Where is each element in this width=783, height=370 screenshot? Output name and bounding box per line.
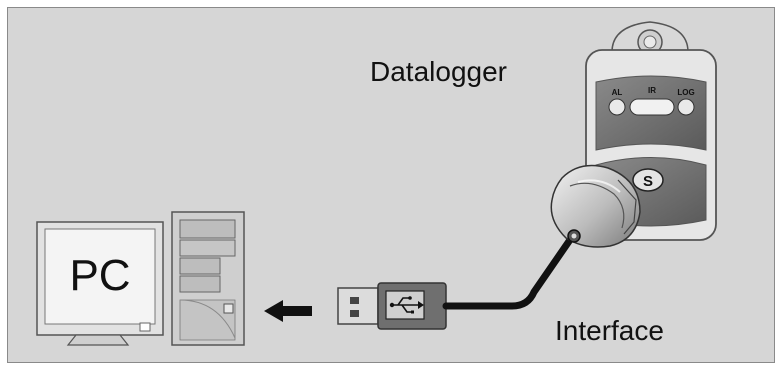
usb-connector [337,282,447,330]
usb-icon [389,296,424,314]
s-button [632,168,664,192]
interface-cable [442,230,578,310]
led-label-al: AL [612,88,623,97]
pc-label: PC [69,251,130,300]
interface-label: Interface [555,315,664,346]
pc-monitor: PC [36,221,164,346]
arrow-left-icon [264,300,312,322]
led-al-icon [608,98,626,116]
led-label-ir: IR [648,86,656,95]
interface-clip [550,164,641,248]
ir-window-icon [629,98,675,116]
datalogger-label: Datalogger [370,56,507,87]
led-log-icon [677,98,695,116]
s-button-label: S [643,173,653,190]
pc-tower [171,211,245,346]
led-label-log: LOG [677,88,694,97]
